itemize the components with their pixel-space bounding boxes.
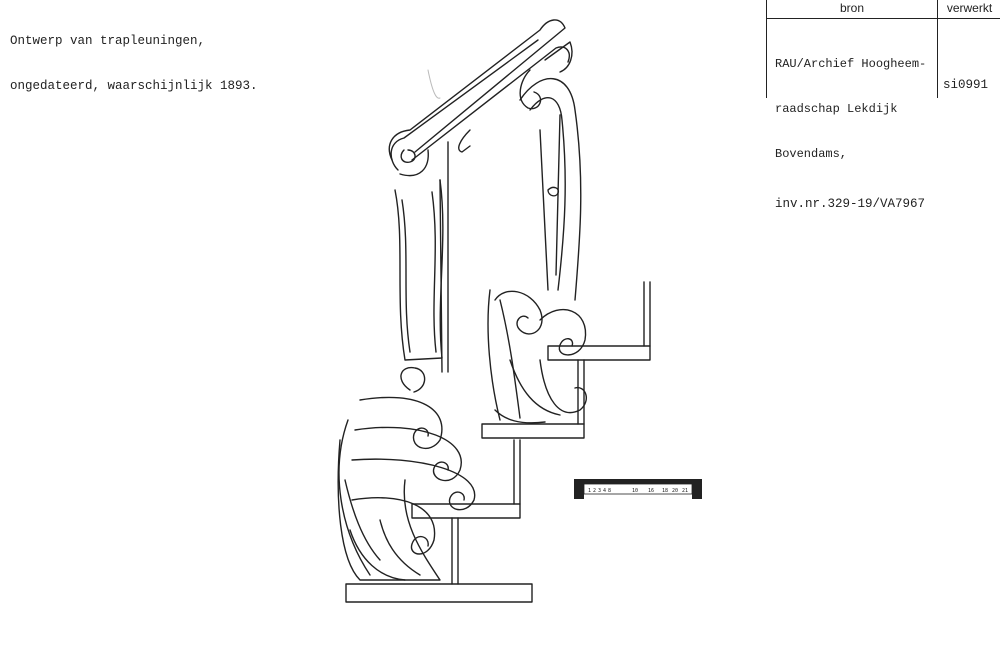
verwerkt-code: si0991 bbox=[943, 78, 989, 92]
scale-label: 2 bbox=[593, 488, 597, 494]
scale-label: 8 bbox=[608, 488, 612, 494]
caption-line-1: Ontwerp van trapleuningen, bbox=[10, 34, 206, 48]
source-table-divider bbox=[937, 0, 938, 98]
inventory-number: inv.nr.329-19/VA7967 bbox=[775, 197, 926, 211]
scale-label: 16 bbox=[648, 488, 655, 494]
scale-label: 10 bbox=[632, 488, 639, 494]
stair-steps-outline bbox=[345, 281, 651, 603]
newel-post bbox=[394, 141, 449, 373]
right-baluster-panel bbox=[458, 41, 588, 424]
scale-bar-graphic bbox=[574, 479, 702, 499]
drawing-caption: Ontwerp van trapleuningen, ongedateerd, … bbox=[10, 4, 258, 109]
handrail bbox=[388, 19, 570, 177]
bron-text: RAU/Archief Hoogheem- raadschap Lekdijk … bbox=[775, 27, 937, 242]
source-table: bron verwerkt RAU/Archief Hoogheem- raad… bbox=[766, 0, 1000, 211]
scale-bar-ruler bbox=[583, 483, 693, 495]
scale-label: 21 bbox=[682, 488, 689, 494]
header-verwerkt: verwerkt bbox=[946, 1, 993, 15]
scale-label: 20 bbox=[672, 488, 679, 494]
caption-line-2: ongedateerd, waarschijnlijk 1893. bbox=[10, 79, 258, 93]
scale-bar-left-block bbox=[574, 479, 584, 499]
bron-line-1: RAU/Archief Hoogheem- bbox=[775, 57, 927, 71]
scale-bar-right-block bbox=[692, 479, 702, 499]
scale-label: 3 bbox=[598, 488, 602, 494]
scale-label: 18 bbox=[662, 488, 669, 494]
scale-label: 4 bbox=[603, 488, 607, 494]
scale-bar: 1 2 3 4 8 10 16 18 20 21 bbox=[574, 479, 702, 499]
bron-line-2: raadschap Lekdijk bbox=[775, 102, 898, 116]
scale-bar-top bbox=[574, 479, 702, 484]
bron-line-3: Bovendams, bbox=[775, 147, 848, 161]
source-table-header bbox=[767, 0, 1000, 19]
scale-label: 1 bbox=[588, 488, 592, 494]
header-bron: bron bbox=[839, 1, 865, 15]
left-scroll-flourish bbox=[337, 366, 476, 581]
pencil-mark bbox=[427, 69, 441, 99]
